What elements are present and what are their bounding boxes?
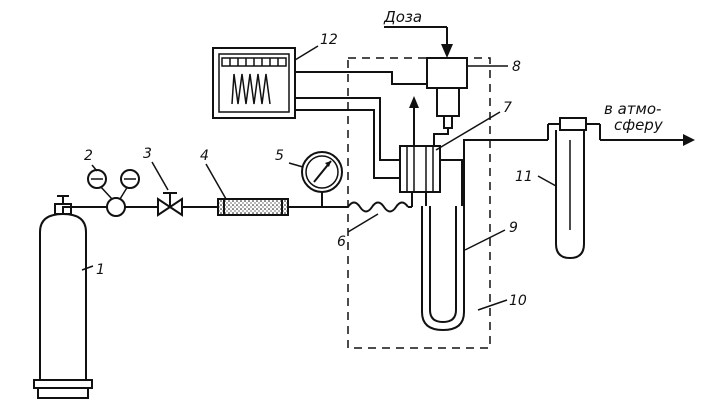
- heating-coil: [347, 192, 413, 213]
- manometer: [301, 151, 343, 207]
- needle-valve: [157, 192, 183, 217]
- dose-label: Доза: [383, 8, 422, 26]
- cold-trap: [555, 130, 585, 260]
- label-3: 3: [143, 146, 152, 162]
- internal-piping: [409, 96, 463, 206]
- leader-lines: [81, 45, 557, 311]
- outlet-label-line2: сферу: [614, 116, 664, 134]
- label-10: 10: [509, 293, 527, 309]
- gas-cylinder: [33, 195, 93, 399]
- u-tube-column: [421, 206, 465, 332]
- label-12: 12: [320, 32, 338, 48]
- dashed-enclosure: [347, 57, 491, 349]
- outlet-label-line1: в атмо-: [604, 100, 661, 118]
- signal-wires: [295, 71, 426, 179]
- outlet-line: [463, 117, 695, 206]
- drying-tube: [217, 198, 289, 216]
- label-4: 4: [200, 148, 209, 164]
- dose-injector: [384, 26, 468, 129]
- label-11: 11: [515, 169, 533, 185]
- label-2: 2: [84, 148, 93, 164]
- label-9: 9: [509, 220, 518, 236]
- label-5: 5: [275, 148, 284, 164]
- label-6: 6: [337, 234, 346, 250]
- detector-block: [399, 145, 441, 193]
- label-1: 1: [96, 262, 105, 278]
- label-7: 7: [503, 100, 512, 116]
- pressure-reducer: [87, 169, 140, 217]
- label-8: 8: [512, 59, 521, 75]
- chart-recorder: [212, 47, 296, 119]
- gas-line: [62, 206, 348, 214]
